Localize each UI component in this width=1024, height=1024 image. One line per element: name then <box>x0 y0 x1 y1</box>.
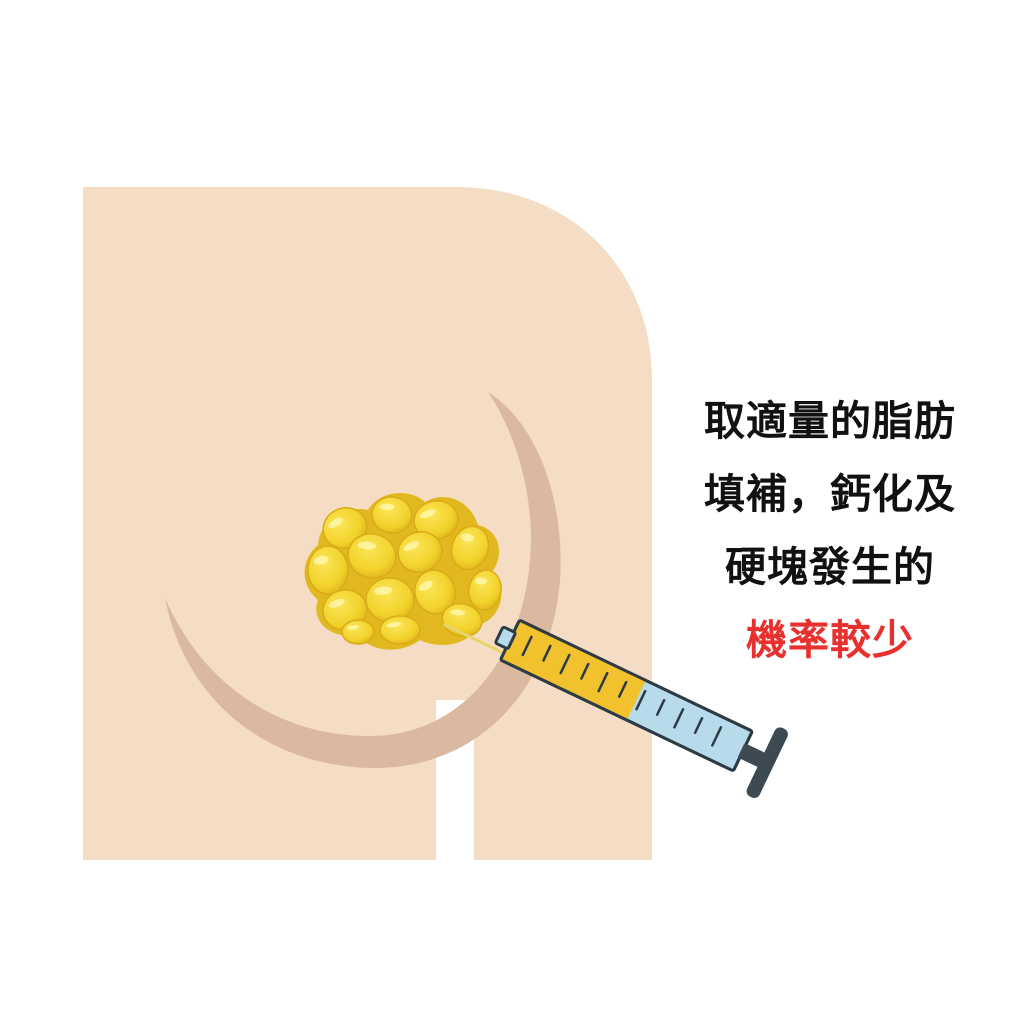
fat-globule-highlight <box>403 541 419 551</box>
fat-globule-highlight <box>328 598 345 608</box>
caption-line-2: 填補，鈣化及 <box>704 470 956 518</box>
fat-cluster-icon <box>304 492 502 650</box>
syringe-tick <box>521 635 533 657</box>
fat-globule-highlight <box>386 621 402 628</box>
fat-globule <box>379 615 421 645</box>
fat-globule <box>397 531 443 573</box>
syringe-tick <box>635 689 647 711</box>
syringe-tick <box>673 707 685 729</box>
fat-globule-highlight <box>347 625 360 630</box>
fat-globule-highlight <box>379 503 395 511</box>
syringe-tick <box>655 698 666 716</box>
fat-globule-highlight <box>313 555 329 565</box>
fat-globule <box>414 569 456 615</box>
syringe-tick <box>580 662 590 680</box>
fat-globule <box>307 545 349 595</box>
fat-globule-highlight <box>419 509 436 519</box>
fat-globule-highlight <box>460 533 475 542</box>
fat-globule-highlight <box>450 609 466 616</box>
syringe-tick <box>711 726 723 747</box>
fat-globule-highlight <box>357 541 376 550</box>
caption-text-block: 取適量的脂肪 填補，鈣化及 硬塊發生的 機率較少 <box>650 385 1010 677</box>
syringe-hub <box>494 625 517 650</box>
syringe-plunger-head <box>746 727 788 799</box>
caption-line-1: 取適量的脂肪 <box>704 397 956 445</box>
syringe-tick <box>559 653 571 675</box>
syringe-tick <box>597 671 609 693</box>
syringe-needle <box>443 623 514 659</box>
syringe-fat-fill <box>500 620 646 721</box>
fat-globule <box>413 500 459 540</box>
fat-globule-highlight <box>374 586 393 595</box>
syringe-graduations <box>521 635 723 747</box>
fat-globule <box>341 619 375 645</box>
caption-line-3: 硬塊發生的 <box>725 543 935 591</box>
syringe-tick <box>618 680 628 698</box>
syringe-tick <box>693 717 704 734</box>
syringe-body <box>494 619 788 799</box>
fat-globule-highlight <box>418 580 433 592</box>
syringe-tick <box>542 644 552 662</box>
breast-shadow <box>165 392 561 769</box>
fat-globule-highlight <box>474 577 488 585</box>
syringe-icon <box>443 619 788 799</box>
caption-line-4-highlight: 機率較少 <box>746 616 914 664</box>
fat-globule-highlight <box>328 517 344 529</box>
fat-globules <box>307 496 502 645</box>
